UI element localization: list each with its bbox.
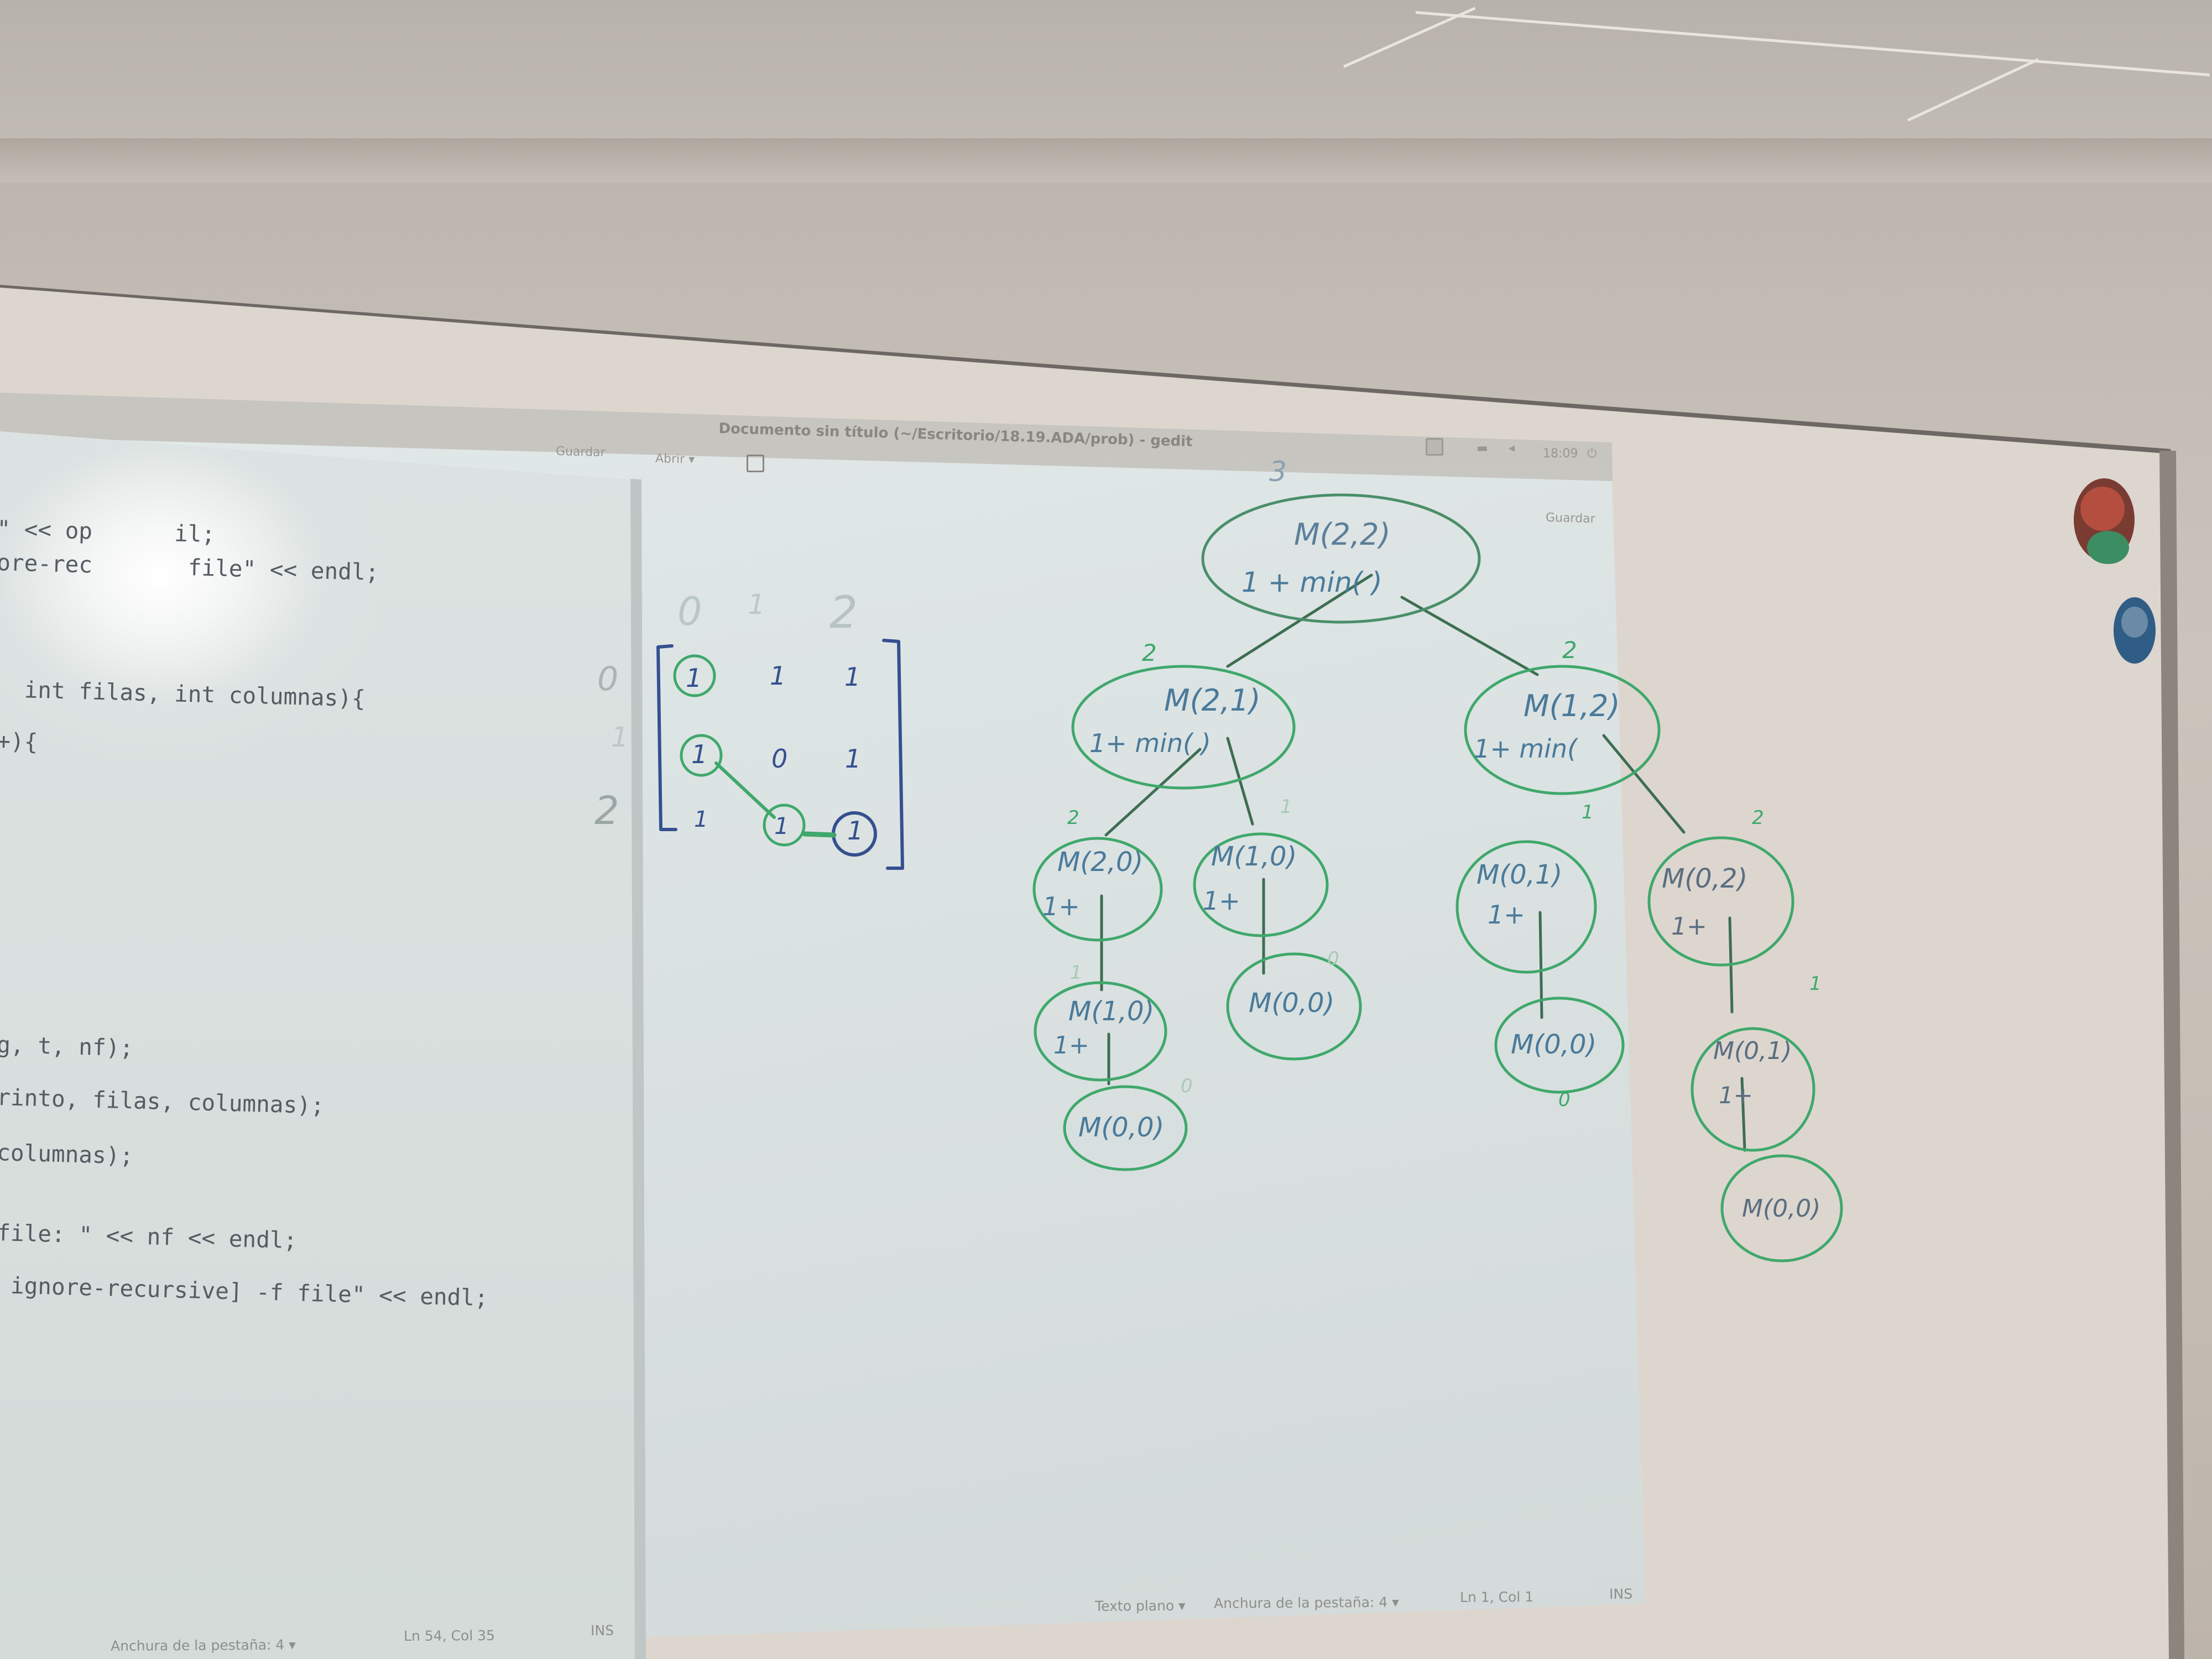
power-icon[interactable]: ⏻	[1587, 447, 1597, 461]
matrix-col-header: 0	[677, 589, 702, 634]
matrix-row-header: 2	[594, 788, 619, 833]
tree-node-cost: 1	[1070, 962, 1082, 984]
ceiling	[0, 0, 2212, 182]
tree-node-cost: 0	[1558, 1089, 1571, 1111]
tree-node-expr: 1+	[1053, 1031, 1089, 1060]
tree-node-cost: 0	[1181, 1075, 1193, 1097]
tree-node-cost: 2	[1752, 807, 1764, 829]
tree-node-cost: 1	[1809, 973, 1822, 995]
tree-node-label: M(0,0)	[1742, 1194, 1820, 1223]
matrix-cell: 1	[845, 744, 861, 774]
tree-node-expr: 1+ min( )	[1089, 728, 1211, 758]
tree-root-cost: 3	[1269, 456, 1287, 488]
tree-node-label: M(1,0)	[1068, 996, 1154, 1027]
tree-node-expr: 1+	[1203, 886, 1240, 916]
tree-node-label: M(0,0)	[1511, 1029, 1597, 1060]
tree-node-label: M(0,1)	[1713, 1037, 1792, 1065]
tree-root-expr: 1 + min( )	[1241, 566, 1383, 598]
tree-node-label: M(0,1)	[1477, 859, 1562, 890]
matrix-col-header: 2	[830, 587, 858, 638]
tree-node-expr: 1+ min(	[1474, 734, 1578, 764]
tree-node-label: M(0,0)	[1078, 1112, 1164, 1143]
tree-node-cost: 2	[1067, 807, 1079, 829]
matrix-cell: 0	[771, 744, 787, 774]
tree-edges	[1100, 573, 1746, 1152]
tree-node-labels: M(2,2) 1 + min( ) 3 M(2,1) 1+ min( ) 2 M…	[1042, 456, 1822, 1223]
mail-tray-icon[interactable]	[1426, 438, 1443, 456]
matrix-cell: 1	[847, 816, 863, 846]
ceiling-shadow	[0, 138, 2212, 182]
tree-node-cost: 1	[1582, 801, 1594, 823]
matrix-cell: 1	[774, 812, 789, 839]
matrix-cell: 1	[770, 661, 786, 691]
tree-node-label: M(1,0)	[1211, 841, 1297, 872]
tree-node-label: M(1,2)	[1524, 688, 1620, 723]
tree-node-cost: 2	[1562, 637, 1577, 664]
tree-root-label: M(2,2)	[1294, 517, 1391, 552]
tree-node-expr: 1+	[1488, 900, 1525, 930]
tree-node-label: M(2,1)	[1164, 683, 1261, 718]
blue-magnet	[2114, 597, 2156, 664]
matrix-cell: 1	[691, 739, 707, 769]
matrix-col-header: 1	[748, 588, 765, 620]
matrix-row-header: 1	[611, 721, 629, 753]
tree-node-cost: 2	[1142, 639, 1157, 666]
matrix-cell: 1	[694, 807, 708, 832]
matrix-cell: 1	[686, 663, 702, 693]
tree-node-expr: 1+	[1671, 912, 1707, 941]
tree-node-ellipses	[1032, 493, 1843, 1262]
clock[interactable]: 18:09	[1543, 447, 1578, 461]
tree-node-label: M(2,0)	[1057, 847, 1143, 878]
battery-icon[interactable]: ▬	[1477, 441, 1488, 455]
tree-node-label: M(0,0)	[1249, 988, 1334, 1019]
new-tab-icon[interactable]	[747, 455, 764, 472]
tree-node-expr: 1+	[1042, 891, 1080, 921]
tree-node-label: M(0,2)	[1662, 863, 1747, 894]
tree-node-expr: 1+	[1719, 1082, 1753, 1109]
matrix-cell: 1	[844, 662, 860, 692]
tree-node-cost: 1	[1280, 796, 1292, 818]
matrix-drawing: 0 1 2 0 1 2 1 1 1 1 0 1 1 1 1	[594, 587, 904, 870]
tree-node-cost: 0	[1327, 948, 1339, 970]
matrix-row-header: 0	[597, 660, 618, 698]
red-magnet	[2074, 478, 2135, 564]
volume-icon[interactable]: ◂	[1509, 441, 1515, 455]
